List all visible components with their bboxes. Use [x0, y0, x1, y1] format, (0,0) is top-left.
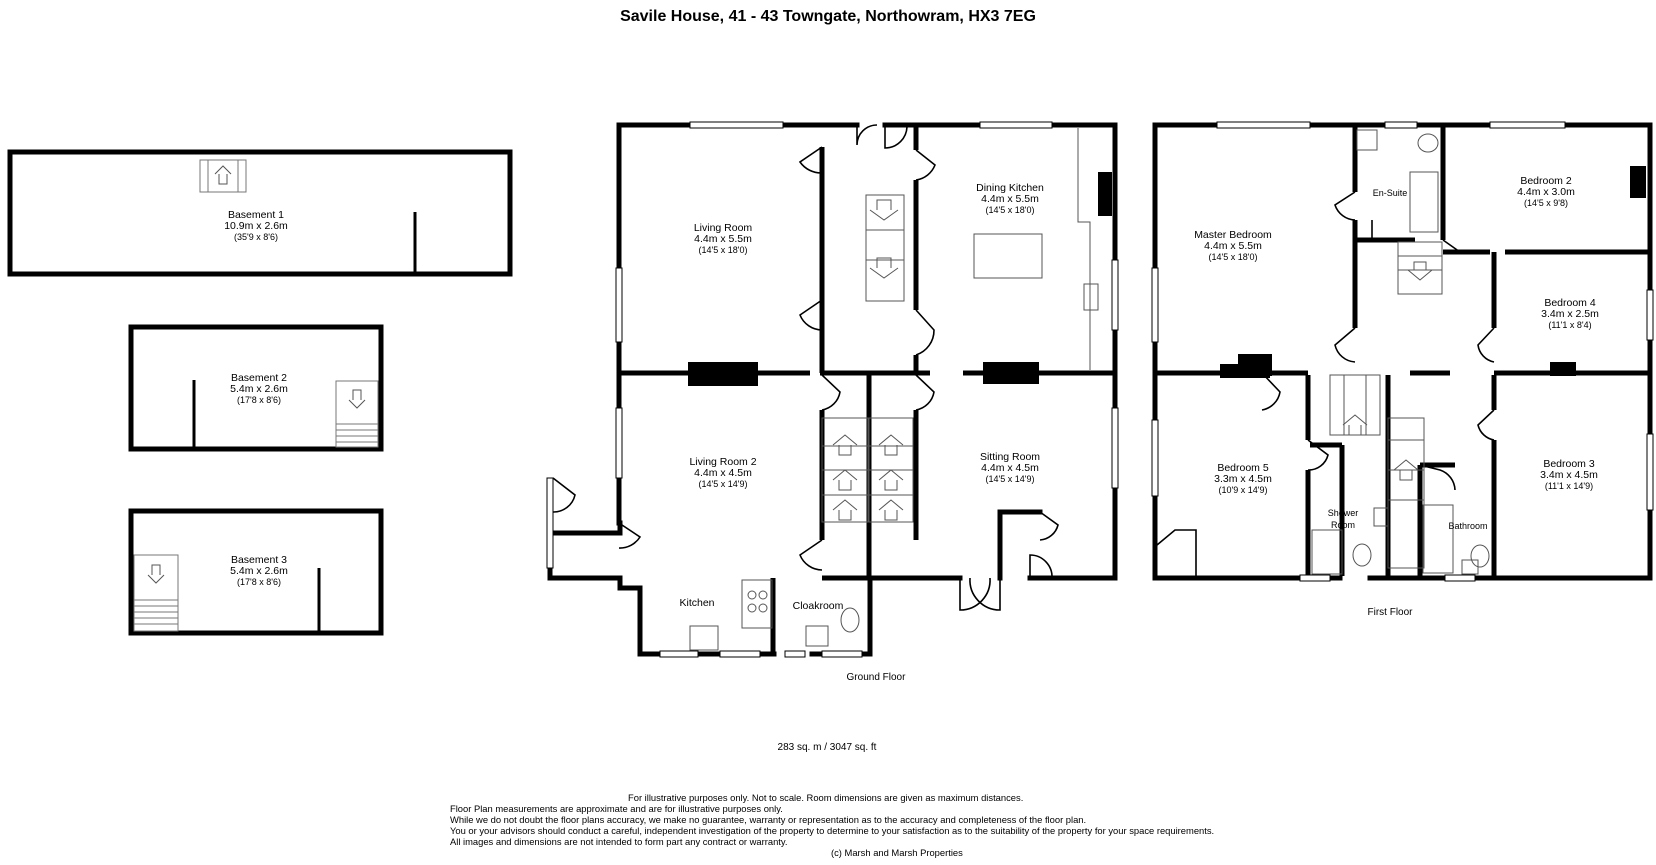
bedroom-3-imperial: (11'1 x 14'9) [1545, 481, 1593, 491]
disclaimer-line-3: While we do not doubt the floor plans ac… [450, 814, 1087, 825]
basement-2-outline [128, 324, 384, 452]
dining-kitchen-metric: 4.4m x 5.5m [981, 193, 1039, 205]
living-room-2-imperial: (14'5 x 14'9) [699, 479, 748, 489]
disclaimer-line-2: Floor Plan measurements are approximate … [450, 803, 783, 814]
total-area: 283 sq. m / 3047 sq. ft [778, 742, 877, 753]
master-bedroom-metric: 4.4m x 5.5m [1204, 240, 1262, 252]
basement-1-outline [7, 149, 513, 277]
disclaimer-line-5: All images and dimensions are not intend… [450, 836, 788, 847]
disclaimer-line-6: (c) Marsh and Marsh Properties [831, 847, 963, 858]
en-suite-name: En-Suite [1373, 188, 1408, 198]
living-room-2-name: Living Room 2 [689, 456, 756, 468]
first-floor-label: First Floor [1368, 607, 1414, 618]
living-room-imperial: (14'5 x 18'0) [699, 245, 748, 255]
bedroom-3-name: Bedroom 3 [1543, 458, 1595, 470]
basement-1-name: Basement 1 [228, 209, 284, 221]
bedroom-4-metric: 3.4m x 2.5m [1541, 308, 1599, 320]
shower-room-line-2: Room [1331, 520, 1355, 530]
basement-2-name: Basement 2 [231, 372, 287, 384]
basement-3-metric: 5.4m x 2.6m [230, 565, 288, 577]
bedroom-4-imperial: (11'1 x 8'4) [1548, 320, 1591, 330]
kitchen-name: Kitchen [679, 597, 714, 609]
living-room-2-metric: 4.4m x 4.5m [694, 467, 752, 479]
basement-3-imperial: (17'8 x 8'6) [237, 577, 281, 587]
plan-title: Savile House, 41 - 43 Towngate, Northowr… [620, 8, 1036, 25]
basement-3-name: Basement 3 [231, 554, 287, 566]
living-room-name: Living Room [694, 222, 753, 234]
living-room-metric: 4.4m x 5.5m [694, 233, 752, 245]
bedroom-5-name: Bedroom 5 [1217, 462, 1269, 474]
basement-1-metric: 10.9m x 2.6m [224, 220, 288, 232]
master-bedroom-name: Master Bedroom [1194, 229, 1272, 241]
cloakroom-name: Cloakroom [793, 600, 844, 612]
disclaimer-line-4: You or your advisors should conduct a ca… [450, 825, 1215, 836]
bedroom-2-imperial: (14'5 x 9'8) [1524, 198, 1568, 208]
master-bedroom-imperial: (14'5 x 18'0) [1209, 252, 1258, 262]
sitting-room-name: Sitting Room [980, 451, 1040, 463]
dining-kitchen-name: Dining Kitchen [976, 182, 1044, 194]
ground-floor-label: Ground Floor [847, 672, 907, 683]
shower-room-line-1: Shower [1328, 508, 1359, 518]
bedroom-4-name: Bedroom 4 [1544, 297, 1596, 309]
basement-3-outline [128, 508, 384, 636]
bathroom-name: Bathroom [1448, 521, 1487, 531]
basement-1-imperial: (35'9 x 8'6) [234, 232, 278, 242]
disclaimer-line-1: For illustrative purposes only. Not to s… [628, 792, 1024, 803]
bedroom-5-metric: 3.3m x 4.5m [1214, 473, 1272, 485]
basement-2-imperial: (17'8 x 8'6) [237, 395, 281, 405]
bedroom-2-metric: 4.4m x 3.0m [1517, 186, 1575, 198]
basement-2-metric: 5.4m x 2.6m [230, 383, 288, 395]
dining-kitchen-imperial: (14'5 x 18'0) [986, 205, 1035, 215]
sitting-room-metric: 4.4m x 4.5m [981, 462, 1039, 474]
sitting-room-imperial: (14'5 x 14'9) [986, 474, 1035, 484]
bedroom-3-metric: 3.4m x 4.5m [1540, 469, 1598, 481]
bedroom-5-imperial: (10'9 x 14'9) [1219, 485, 1268, 495]
bedroom-2-name: Bedroom 2 [1520, 175, 1572, 187]
